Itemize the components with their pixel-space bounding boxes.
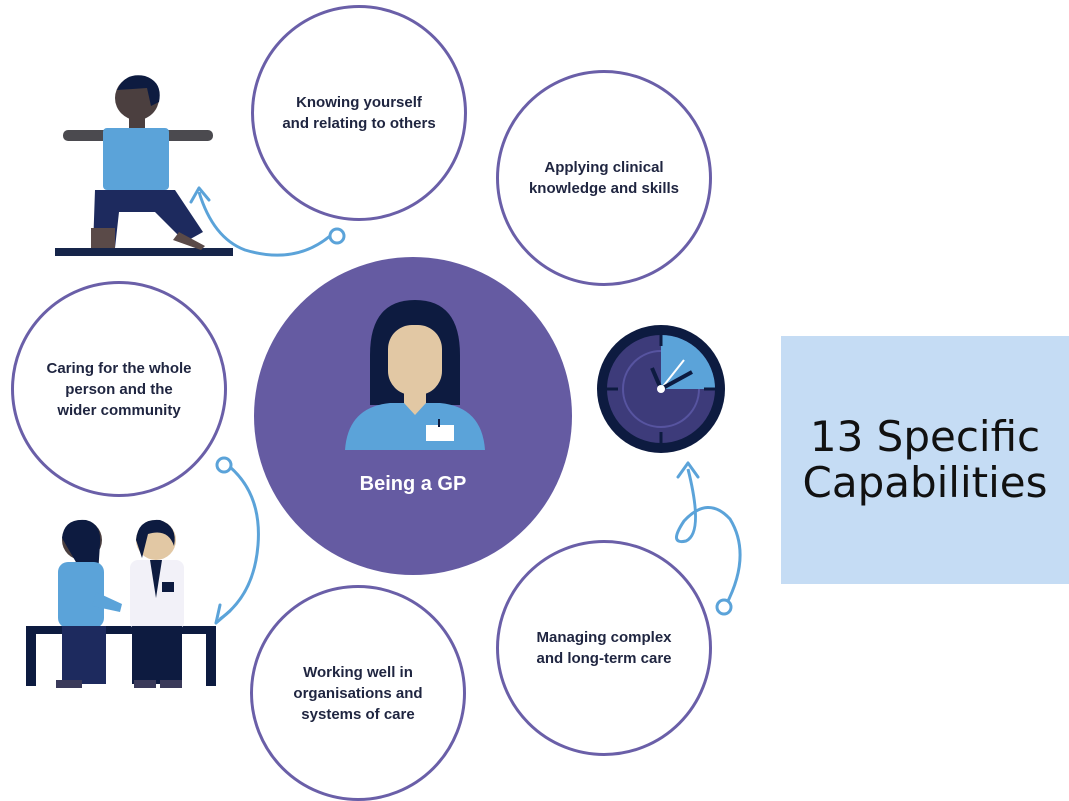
curved-arrow-1 bbox=[189, 186, 346, 257]
capability-knowing-yourself: Knowing yourself and relating to others bbox=[251, 5, 467, 221]
gp-doctor-icon bbox=[345, 300, 485, 450]
capability-label: Working well in organisations and system… bbox=[293, 663, 423, 723]
capability-label: Knowing yourself and relating to others bbox=[282, 94, 436, 132]
capability-label: Managing complex and long-term care bbox=[536, 629, 672, 667]
capability-working-well: Working well in organisations and system… bbox=[250, 585, 466, 801]
capability-managing-complex: Managing complex and long-term care bbox=[496, 540, 712, 756]
curved-arrow-3 bbox=[214, 456, 260, 625]
capabilities-badge: 13 Specific Capabilities bbox=[781, 336, 1069, 584]
clock-icon bbox=[597, 325, 725, 453]
yoga-person-icon bbox=[55, 75, 233, 256]
center-label: Being a GP bbox=[359, 473, 467, 495]
capability-caring-whole-person: Caring for the whole person and the wide… bbox=[11, 281, 227, 497]
capability-label: Applying clinical knowledge and skills bbox=[528, 159, 680, 197]
curved-arrow-2 bbox=[675, 461, 742, 616]
capability-label: Caring for the whole person and the wide… bbox=[46, 359, 192, 419]
badge-text: 13 Specific Capabilities bbox=[802, 412, 1048, 507]
consultation-icon bbox=[26, 519, 216, 688]
capability-applying-clinical: Applying clinical knowledge and skills bbox=[496, 70, 712, 286]
